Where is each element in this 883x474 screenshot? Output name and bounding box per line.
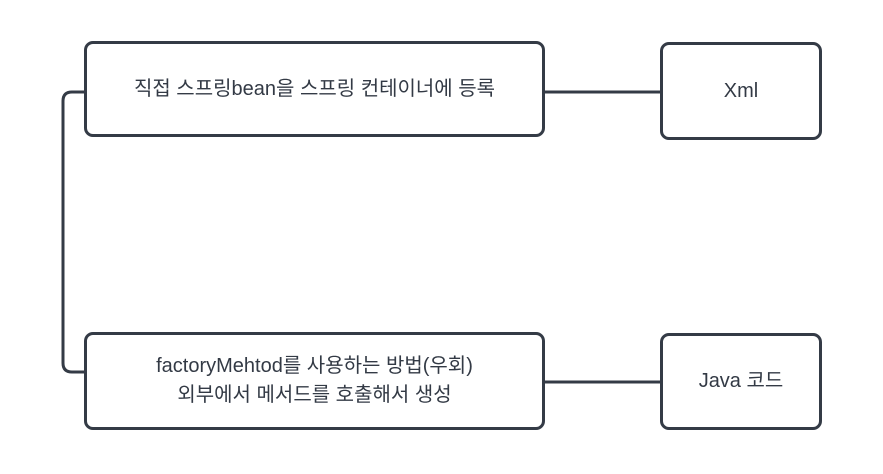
node-factory-method-label-line1: factoryMehtod를 사용하는 방법(우회): [156, 355, 473, 377]
node-direct-registration[interactable]: 직접 스프링bean을 스프링 컨테이너에 등록: [84, 41, 545, 137]
node-xml-label: Xml: [723, 79, 759, 102]
node-xml[interactable]: Xml: [660, 42, 822, 140]
node-java-code[interactable]: Java 코드: [660, 333, 822, 430]
node-java-code-label: Java 코드: [698, 370, 784, 392]
node-direct-registration-label: 직접 스프링bean을 스프링 컨테이너에 등록: [133, 77, 496, 100]
node-factory-method-label-line2: 외부에서 메서드를 호출해서 생성: [177, 384, 452, 406]
edge-left-bracket[interactable]: [61, 90, 84, 374]
node-factory-method[interactable]: factoryMehtod를 사용하는 방법(우회) 외부에서 메서드를 호출해…: [84, 332, 545, 430]
